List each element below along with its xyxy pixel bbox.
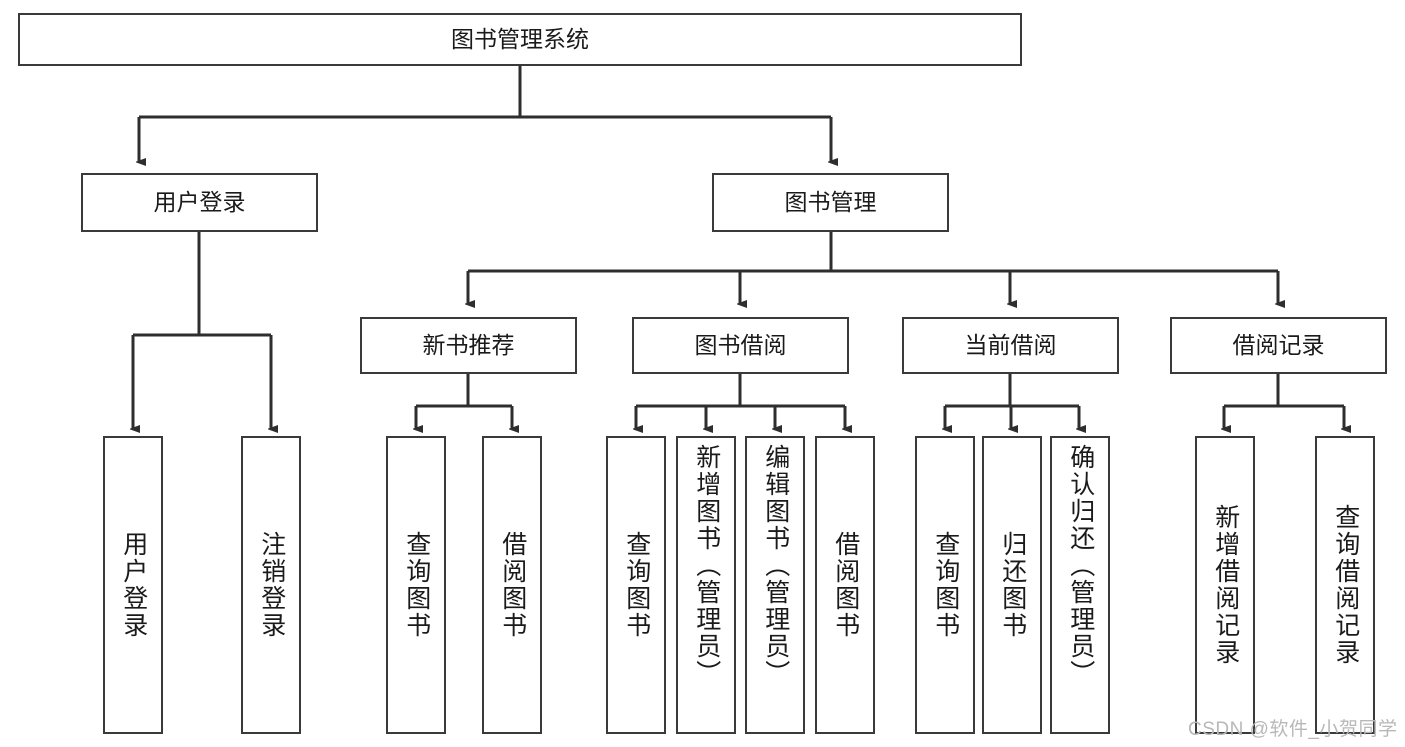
leaf-add-book-label: 新增图书（管理员）: [692, 444, 721, 687]
leaf-user-logout-label: 注销登录: [257, 531, 286, 639]
node-current-borrow[interactable]: 当前借阅: [902, 317, 1119, 374]
leaf-query-book-2-label: 查询图书: [622, 531, 651, 639]
leaf-add-record[interactable]: 新增借阅记录: [1195, 436, 1255, 734]
leaf-borrow-book-2-label: 借阅图书: [831, 531, 860, 639]
leaf-confirm-return[interactable]: 确认归还（管理员）: [1050, 436, 1110, 734]
leaf-query-book-1[interactable]: 查询图书: [386, 436, 446, 734]
leaf-user-login[interactable]: 用户登录: [103, 436, 163, 734]
leaf-return-book[interactable]: 归还图书: [982, 436, 1042, 734]
leaf-edit-book-label: 编辑图书（管理员）: [761, 444, 790, 687]
node-borrow-record-label: 借阅记录: [1232, 331, 1325, 358]
leaf-return-book-label: 归还图书: [998, 531, 1027, 639]
node-borrow-record[interactable]: 借阅记录: [1170, 317, 1387, 374]
node-book-manage[interactable]: 图书管理: [712, 173, 949, 232]
leaf-add-record-label: 新增借阅记录: [1211, 504, 1240, 666]
node-user-login-label: 用户登录: [153, 188, 246, 215]
node-book-borrow[interactable]: 图书借阅: [632, 317, 849, 374]
node-root-label: 图书管理系统: [451, 25, 589, 52]
leaf-add-book[interactable]: 新增图书（管理员）: [676, 436, 736, 734]
leaf-confirm-return-label: 确认归还（管理员）: [1066, 444, 1095, 687]
leaf-user-logout[interactable]: 注销登录: [241, 436, 301, 734]
node-new-book-recommend[interactable]: 新书推荐: [360, 317, 577, 374]
leaf-user-login-label: 用户登录: [119, 531, 148, 639]
leaf-query-book-3-label: 查询图书: [931, 531, 960, 639]
node-current-borrow-label: 当前借阅: [964, 331, 1057, 358]
node-book-manage-label: 图书管理: [784, 188, 877, 215]
leaf-query-record[interactable]: 查询借阅记录: [1315, 436, 1375, 734]
leaf-borrow-book-1[interactable]: 借阅图书: [482, 436, 542, 734]
node-root[interactable]: 图书管理系统: [18, 13, 1022, 66]
leaf-query-book-2[interactable]: 查询图书: [606, 436, 666, 734]
csdn-watermark: CSDN @软件_小贺同学: [1188, 719, 1398, 740]
node-new-book-recommend-label: 新书推荐: [422, 331, 515, 358]
node-book-borrow-label: 图书借阅: [694, 331, 787, 358]
leaf-borrow-book-1-label: 借阅图书: [498, 531, 527, 639]
leaf-query-book-3[interactable]: 查询图书: [915, 436, 975, 734]
leaf-query-book-1-label: 查询图书: [402, 531, 431, 639]
leaf-borrow-book-2[interactable]: 借阅图书: [815, 436, 875, 734]
leaf-query-record-label: 查询借阅记录: [1331, 504, 1360, 666]
node-user-login[interactable]: 用户登录: [81, 173, 318, 232]
leaf-edit-book[interactable]: 编辑图书（管理员）: [745, 436, 805, 734]
